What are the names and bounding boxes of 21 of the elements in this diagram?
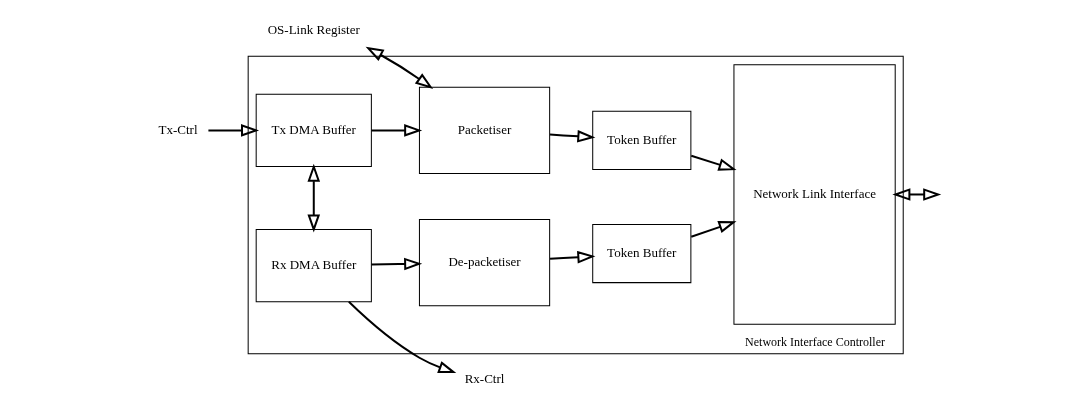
node-text: Tx-Ctrl xyxy=(158,121,198,137)
node-box: Tx DMA Buffer xyxy=(255,93,372,167)
arrow xyxy=(365,46,433,90)
arrow xyxy=(548,250,595,264)
arrow xyxy=(369,124,422,137)
arrow xyxy=(306,163,320,233)
node-text: Rx-Ctrl xyxy=(464,371,504,387)
arrow xyxy=(206,124,259,137)
node-box: Token Buffer xyxy=(591,224,691,284)
arrow xyxy=(347,300,456,374)
arrow xyxy=(689,221,736,238)
node-box: Rx DMA Buffer xyxy=(255,229,372,303)
node-box: Token Buffer xyxy=(591,110,691,170)
arrow xyxy=(369,257,422,271)
arrow xyxy=(891,188,941,201)
node-box: Network Link Interface xyxy=(732,64,896,325)
node-box: De-packetiser xyxy=(418,219,550,307)
node-text: OS-Link Register xyxy=(267,21,360,37)
node-box: Packetiser xyxy=(418,86,550,174)
arrow xyxy=(548,130,595,143)
arrow xyxy=(689,154,736,171)
